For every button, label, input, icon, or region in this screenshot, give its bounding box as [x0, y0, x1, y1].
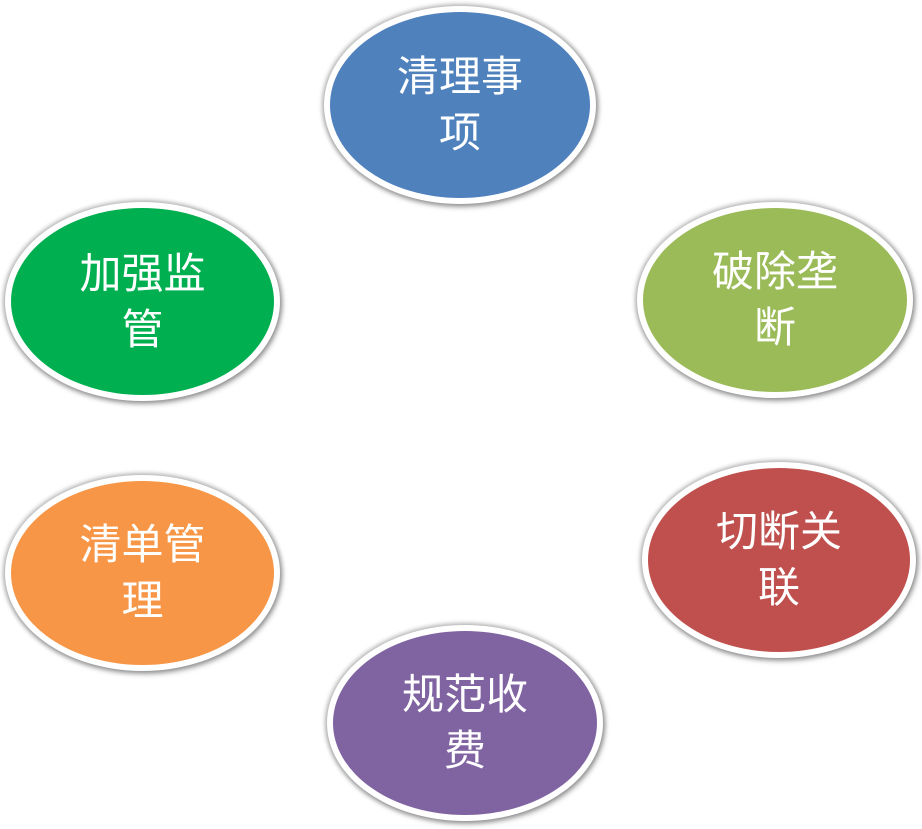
node-regulate-fees: 规范收费 — [327, 625, 603, 821]
node-break-monopoly: 破除垄断 — [637, 202, 913, 398]
node-list-management: 清单管理 — [5, 475, 280, 671]
node-label: 清理事项 — [396, 52, 523, 157]
node-label: 加强监管 — [79, 248, 206, 354]
node-strengthen-supervision: 加强监管 — [5, 202, 280, 401]
node-label: 清单管理 — [79, 520, 206, 625]
node-label: 规范收费 — [401, 670, 528, 775]
node-clean-up-items: 清理事项 — [324, 6, 596, 204]
node-label: 破除垄断 — [711, 247, 838, 352]
node-cut-ties: 切断关联 — [642, 462, 916, 658]
node-label: 切断关联 — [715, 507, 842, 612]
